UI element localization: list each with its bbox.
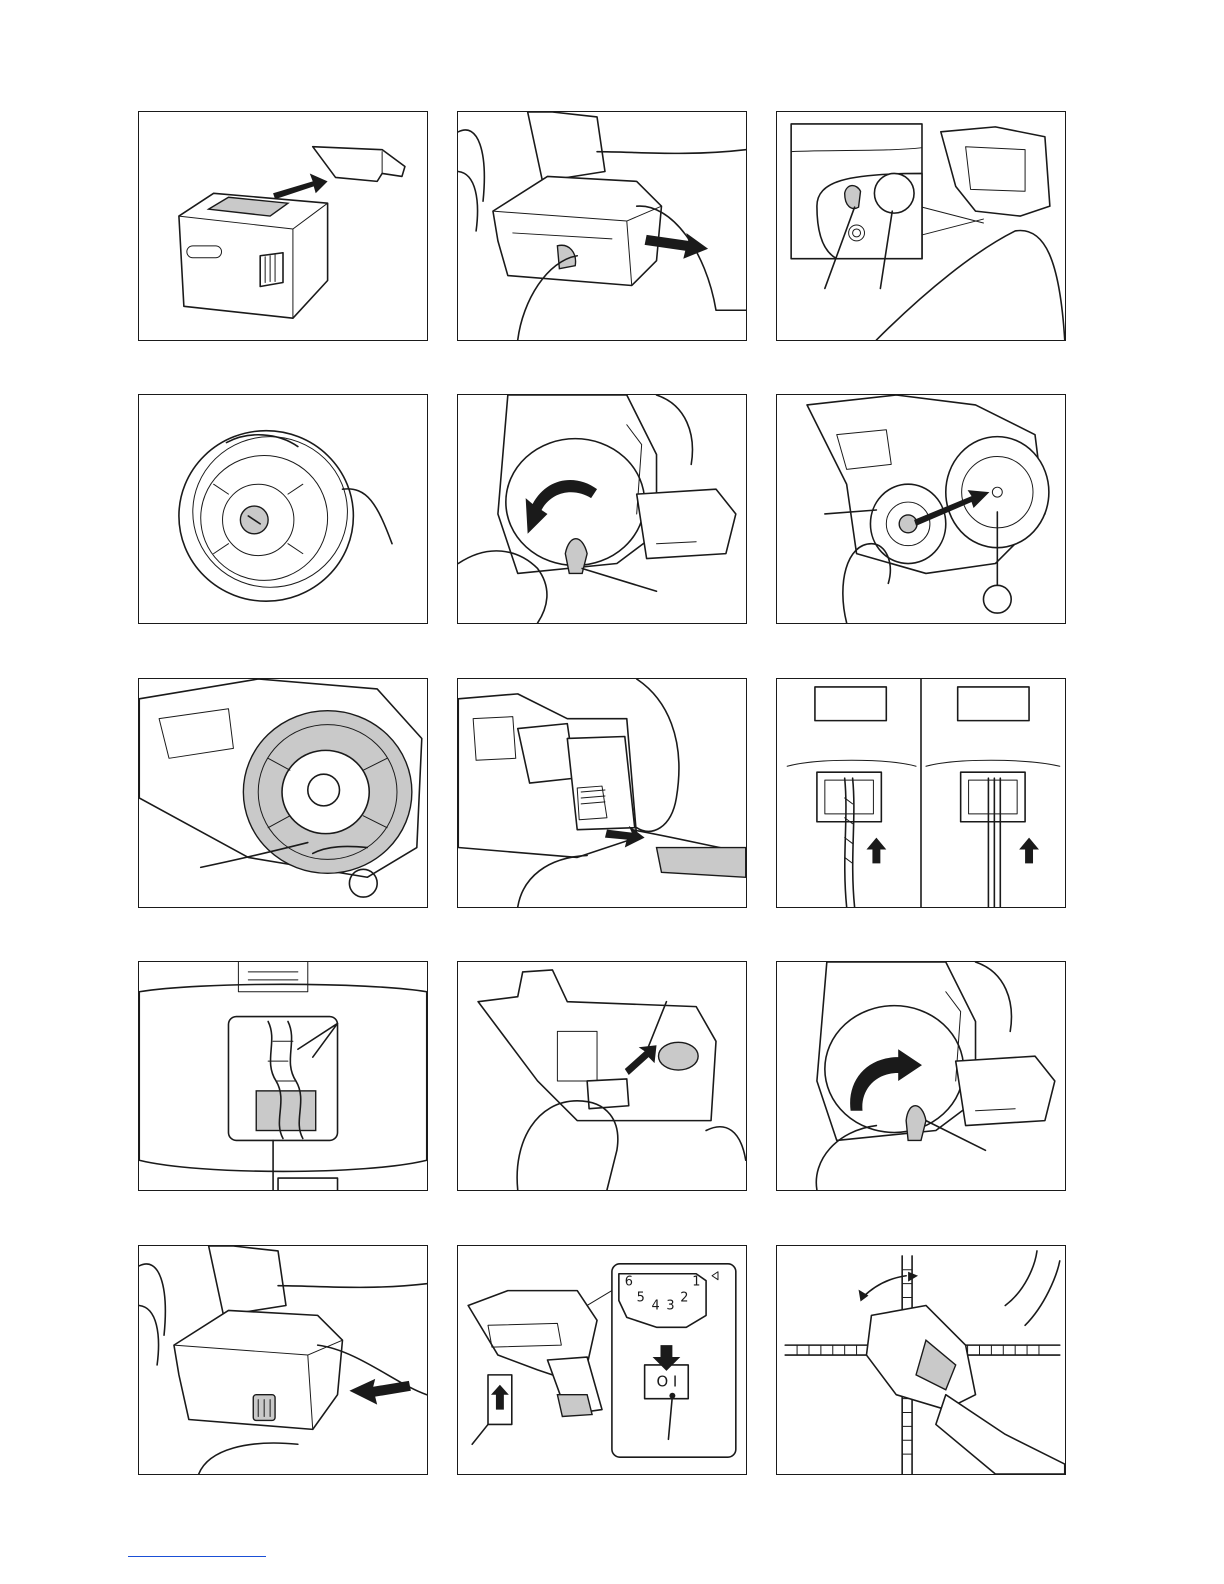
figure-11-push-lever bbox=[457, 961, 747, 1191]
dial-number-4: 4 bbox=[652, 1298, 660, 1313]
figure-6-insert-reel bbox=[776, 394, 1066, 624]
dial-number-5: 5 bbox=[637, 1291, 645, 1306]
power-switch-label: O I bbox=[657, 1373, 678, 1391]
figure-14-dial-and-switch: 6 5 4 3 2 1 O I bbox=[457, 1245, 747, 1475]
figure-13-battery-insertion bbox=[138, 1245, 428, 1475]
figure-4-wire-reel bbox=[138, 394, 428, 624]
footer-rule bbox=[128, 1556, 266, 1557]
dial-number-2: 2 bbox=[680, 1291, 688, 1306]
figure-5-open-reel-cover bbox=[457, 394, 747, 624]
figure-7-reel-seated bbox=[138, 678, 428, 908]
dial-number-6: 6 bbox=[625, 1275, 633, 1290]
figure-15-tying-rebar bbox=[776, 1245, 1066, 1475]
figure-9-wire-guide-check bbox=[776, 678, 1066, 908]
figure-1-battery-cap bbox=[138, 111, 428, 341]
dial-number-3: 3 bbox=[666, 1298, 674, 1313]
figure-10-wire-guide-detail bbox=[138, 961, 428, 1191]
figure-8-feed-wire bbox=[457, 678, 747, 908]
figure-3-release-button-detail bbox=[776, 111, 1066, 341]
figure-12-close-reel-cover bbox=[776, 961, 1066, 1191]
figure-2-battery-removal bbox=[457, 111, 747, 341]
dial-number-1: 1 bbox=[692, 1275, 700, 1290]
